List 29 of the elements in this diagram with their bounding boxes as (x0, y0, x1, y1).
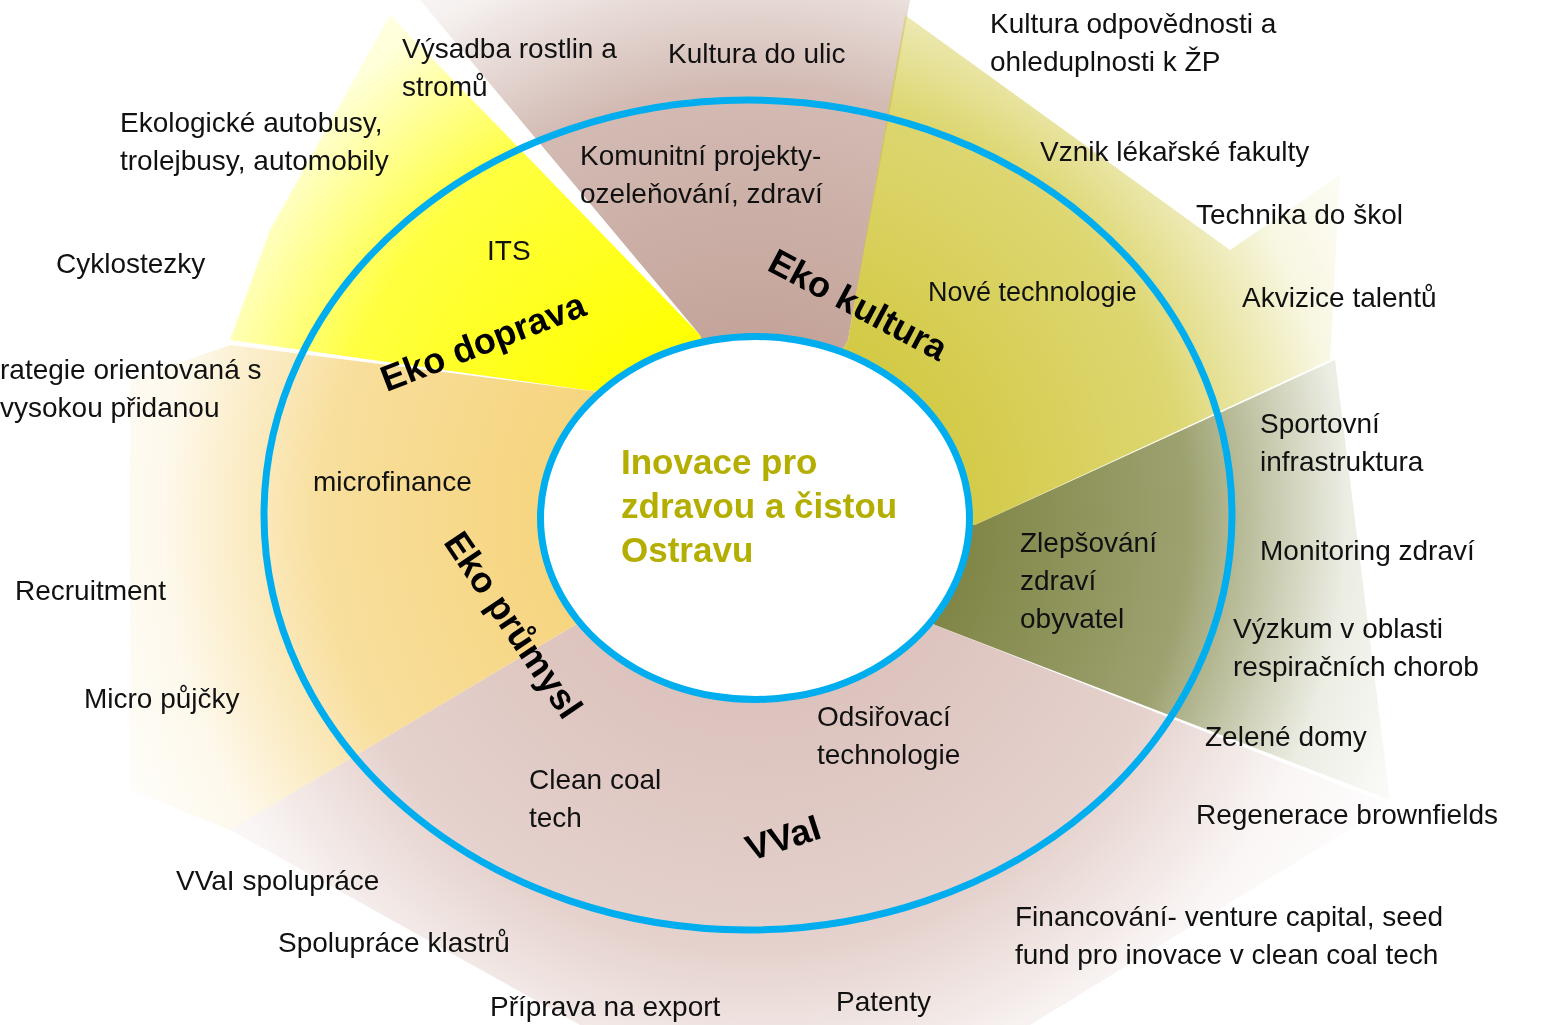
outer-label: Výsadba rostlin a stromů (402, 32, 618, 104)
outer-label: Sportovní infrastruktura (1260, 407, 1425, 479)
sector-text: ITS (487, 234, 532, 268)
sector-text: Odsiřovací technologie (817, 700, 962, 772)
outer-label: Kultura odpovědnosti a ohleduplnosti k ŽP (990, 7, 1278, 79)
sector-text: Zlepšování zdraví obyvatel (1020, 526, 1158, 636)
outer-label: Patenty (836, 985, 932, 1019)
sector-heading: VVaI (740, 807, 826, 869)
outer-label: Financování- venture capital, seed fund pro inovace v clean coal tech (1015, 900, 1445, 972)
sector-text: Komunitní projekty- ozeleňování, zdraví (580, 139, 824, 211)
outer-label: Vznik lékařské fakulty (1040, 135, 1311, 169)
outer-label: rategie orientovaná s vysokou přidanou (0, 353, 263, 425)
outer-label: Výzkum v oblasti respiračních chorob (1233, 612, 1480, 684)
outer-label: Kultura do ulic (668, 37, 847, 71)
outer-label: Příprava na export (490, 990, 722, 1024)
sector-text: Clean coal tech (529, 763, 663, 835)
outer-label: Ekologické autobusy, trolejbusy, automobily (120, 106, 390, 178)
outer-label: Micro půjčky (84, 682, 241, 716)
outer-label: Recruitment (15, 574, 167, 608)
outer-label: VVaI spolupráce (176, 864, 381, 898)
sector-text: microfinance (313, 465, 473, 499)
outer-label: Technika do škol (1196, 198, 1404, 232)
outer-label: Spolupráce klastrů (278, 926, 511, 960)
outer-label: Zelené domy (1205, 720, 1368, 754)
outer-label: Cyklostezky (56, 247, 207, 281)
center-title: Inovace pro zdravou a čistou Ostravu (621, 441, 899, 571)
outer-label: Monitoring zdraví (1260, 534, 1476, 568)
outer-label: Regenerace brownfields (1196, 798, 1499, 832)
outer-label: Akvizice talentů (1242, 281, 1438, 315)
